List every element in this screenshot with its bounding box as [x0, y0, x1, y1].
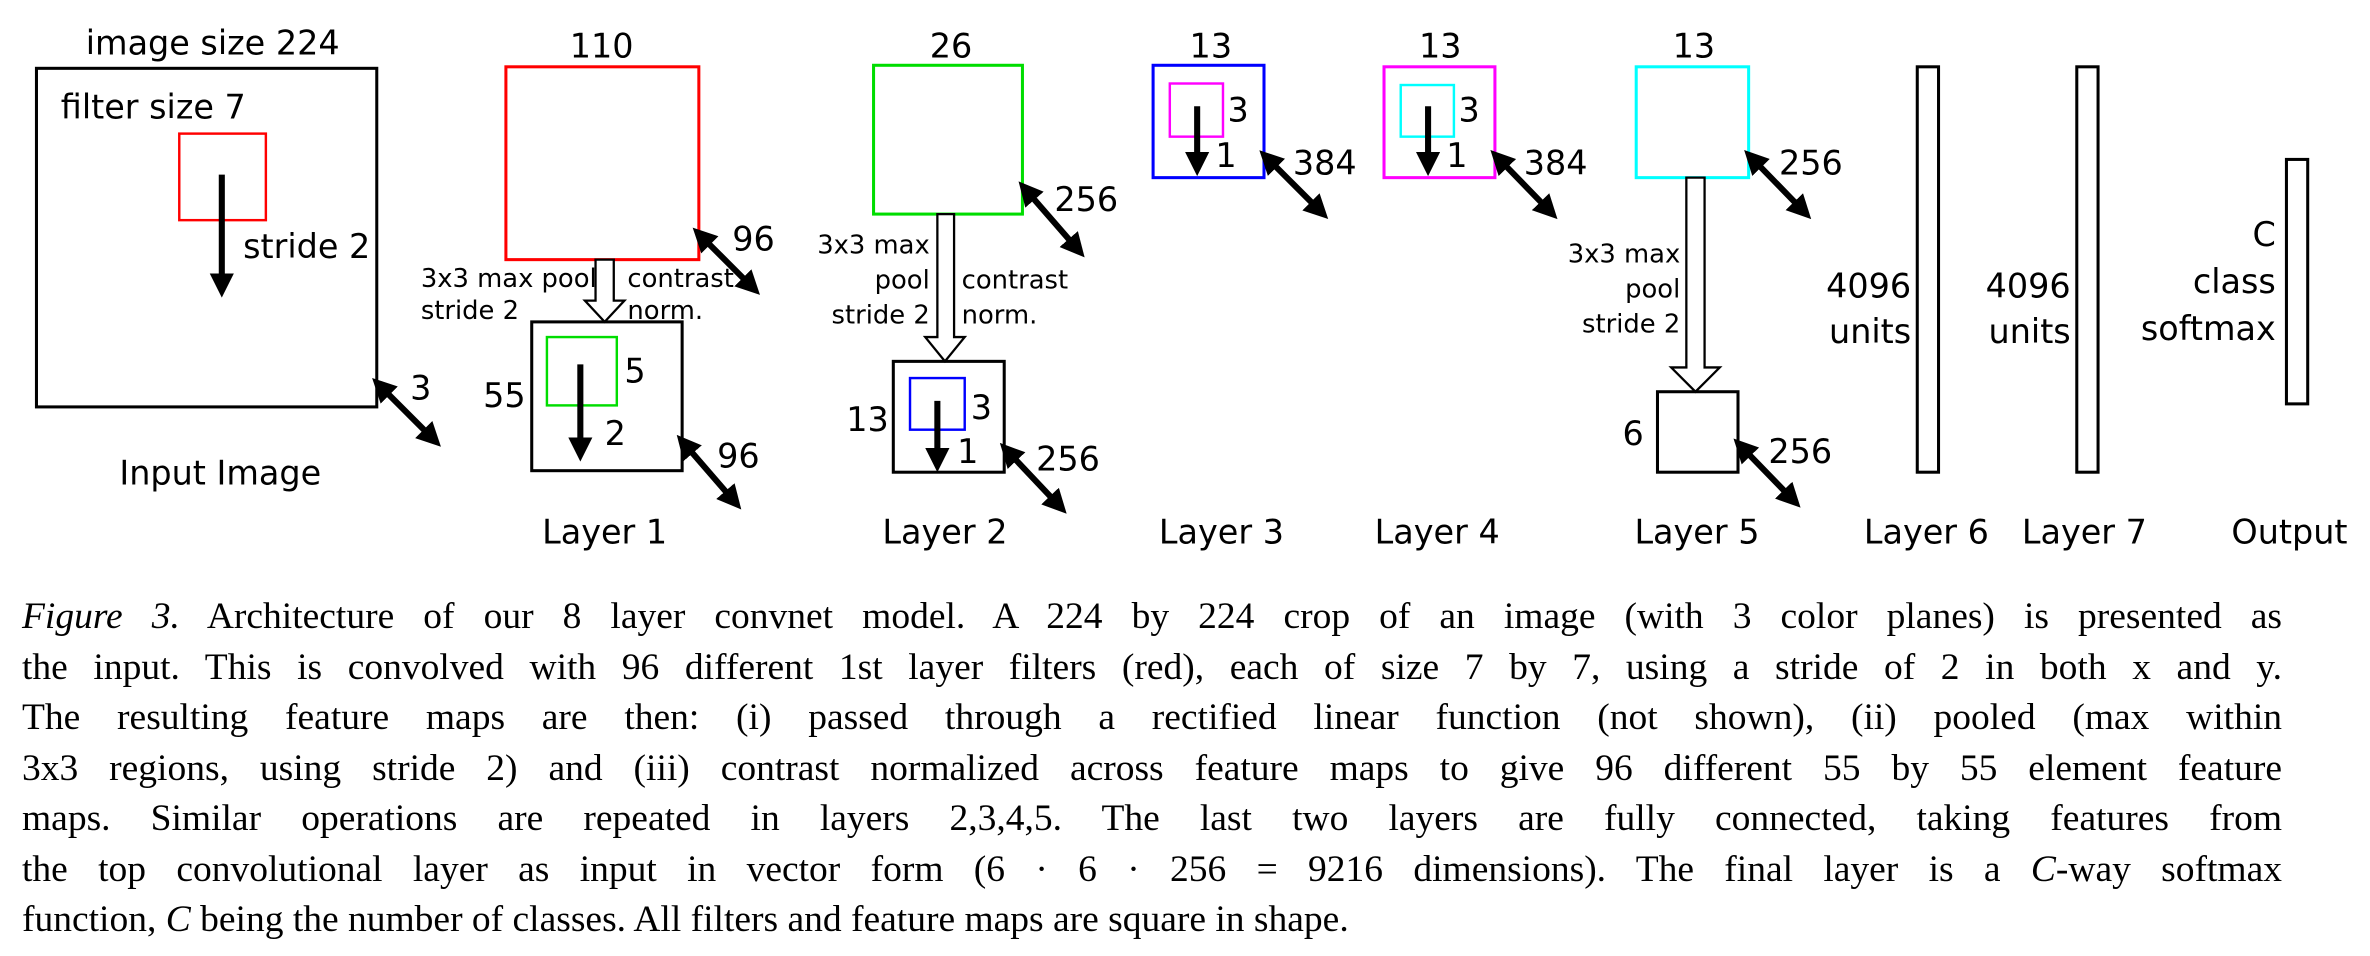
layer3-depth: 384 [1293, 144, 1357, 183]
stride-label: stride 2 [243, 227, 370, 266]
layer4-stride: 1 [1446, 136, 1467, 175]
caption-line: The resulting feature maps are then: (i)… [22, 697, 2282, 738]
layer5-pool-label-1: 3x3 max [1568, 240, 1681, 270]
depth-arrow-icon [999, 442, 1067, 514]
output-group: C class softmax Output [2141, 157, 2348, 552]
layer4-size: 13 [1419, 27, 1462, 66]
output-label-c: C [2252, 215, 2275, 254]
layer1-pool-label-1: 3x3 max pool [421, 264, 597, 294]
layer1-pooled-map [530, 320, 684, 473]
layer3-size: 13 [1190, 27, 1233, 66]
depth-arrow-icon [1259, 150, 1329, 220]
layer3-title: Layer 3 [1159, 513, 1284, 552]
layer5-bottom-size: 6 [1623, 414, 1644, 453]
caption-line: Figure 3. Architecture of our 8 layer co… [22, 596, 2283, 637]
layer3-filter-size: 3 [1228, 90, 1249, 129]
layer2-pool-label-1: 3x3 max [817, 231, 930, 261]
layer4-feature-map [1382, 65, 1497, 180]
caption-line: the input. This is convolved with 96 dif… [22, 646, 2282, 688]
layer2-filter-size: 3 [971, 388, 992, 427]
caption-figure-label: Figure 3. [22, 596, 180, 637]
layer5-feature-map [1634, 65, 1751, 180]
depth-arrow-icon [692, 227, 760, 295]
figure-caption: Figure 3. Architecture of our 8 layer co… [22, 592, 2282, 946]
input-depth-label: 3 [410, 368, 431, 407]
layer2-stride: 1 [957, 432, 978, 471]
layer7-units-label: units [1989, 312, 2071, 351]
layer6-group: 4096 units Layer 6 [1826, 65, 1989, 552]
layer3-feature-map [1151, 63, 1266, 180]
layer1-top-depth: 96 [732, 220, 775, 259]
output-label-class: class [2193, 262, 2276, 301]
output-title: Output [2231, 513, 2347, 552]
layer5-title: Layer 5 [1634, 513, 1759, 552]
input-size-label: image size 224 [86, 24, 340, 63]
output-softmax-bar [2284, 157, 2310, 406]
layer4-title: Layer 4 [1375, 513, 1500, 552]
layer3-group: 13 3 1 384 Layer 3 [1151, 27, 1357, 552]
depth-arrow-icon [1733, 438, 1801, 508]
input-image-box [34, 66, 379, 409]
layer2-bottom-size: 13 [846, 400, 889, 439]
layer7-units-count: 4096 [1986, 267, 2071, 306]
caption-line: 3x3 regions, using stride 2) and (iii) c… [22, 747, 2282, 789]
layer1-pool-label-2: stride 2 [421, 296, 519, 326]
layer1-stride: 2 [605, 414, 626, 453]
caption-line: function, C being the number of classes.… [22, 899, 1349, 940]
layer2-title: Layer 2 [882, 513, 1007, 552]
layer2-group: 26 256 3x3 max pool stride 2 contrast no… [817, 27, 1118, 552]
layer7-fc-bar [2075, 65, 2100, 474]
pool-arrow-icon [922, 212, 968, 364]
layer6-units-count: 4096 [1826, 267, 1911, 306]
depth-arrow-icon [372, 377, 441, 447]
layer1-bottom-size: 55 [483, 376, 526, 415]
layer3-stride: 1 [1215, 136, 1236, 175]
layer1-top-size: 110 [570, 27, 634, 66]
layer5-pool-label-2: pool [1625, 275, 1680, 305]
input-image-group: image size 224 filter size 7 stride 2 3 … [34, 24, 441, 492]
layer1-group: 110 96 3x3 max pool stride 2 contrast no… [421, 27, 775, 552]
layer2-top-depth: 256 [1054, 180, 1118, 219]
layer6-units-label: units [1829, 312, 1911, 351]
caption-line: the top convolutional layer as input in … [22, 848, 2282, 890]
depth-arrow-icon [1490, 150, 1558, 220]
layer5-top-depth: 256 [1779, 144, 1843, 183]
layer6-title: Layer 6 [1864, 513, 1989, 552]
layer2-pool-label-2: pool [875, 265, 930, 295]
layer2-pool-label-3: stride 2 [832, 300, 930, 330]
layer7-group: 4096 units Layer 7 [1986, 65, 2147, 552]
layer1-feature-map [504, 65, 701, 262]
layer2-top-size: 26 [930, 27, 973, 66]
layer4-filter-size: 3 [1458, 90, 1479, 129]
depth-arrow-icon [676, 434, 742, 510]
caption-line: maps. Similar operations are repeated in… [22, 798, 2282, 839]
layer7-title: Layer 7 [2022, 513, 2147, 552]
layer1-norm-label-1: contrast [627, 264, 733, 294]
layer4-depth: 384 [1524, 144, 1588, 183]
depth-arrow-icon [1744, 150, 1812, 220]
depth-arrow-icon [1018, 181, 1085, 258]
layer2-feature-map [872, 63, 1024, 216]
layer6-fc-bar [1915, 65, 1941, 474]
layer5-pooled-map [1655, 390, 1740, 474]
pool-arrow-icon [1668, 176, 1723, 394]
layer5-bottom-depth: 256 [1768, 432, 1832, 471]
layer5-group: 13 256 3x3 max pool stride 2 6 256 Layer… [1568, 27, 1843, 552]
input-image-title: Input Image [119, 453, 321, 492]
layer2-norm-label-2: norm. [962, 300, 1038, 330]
layer5-top-size: 13 [1673, 27, 1716, 66]
layer1-bottom-depth: 96 [717, 437, 760, 476]
architecture-diagram: image size 224 filter size 7 stride 2 3 … [34, 24, 2348, 552]
filter-size-label: filter size 7 [61, 87, 246, 126]
output-label-softmax: softmax [2141, 309, 2276, 348]
layer5-pool-label-3: stride 2 [1582, 310, 1680, 340]
layer2-bottom-depth: 256 [1036, 440, 1100, 479]
layer1-title: Layer 1 [542, 513, 667, 552]
pool-arrow-icon [582, 258, 628, 324]
layer4-group: 13 3 1 384 Layer 4 [1375, 27, 1588, 552]
layer2-norm-label-1: contrast [962, 265, 1068, 295]
layer1-filter-size: 5 [624, 352, 645, 391]
layer2-pooled-map [891, 359, 1006, 474]
